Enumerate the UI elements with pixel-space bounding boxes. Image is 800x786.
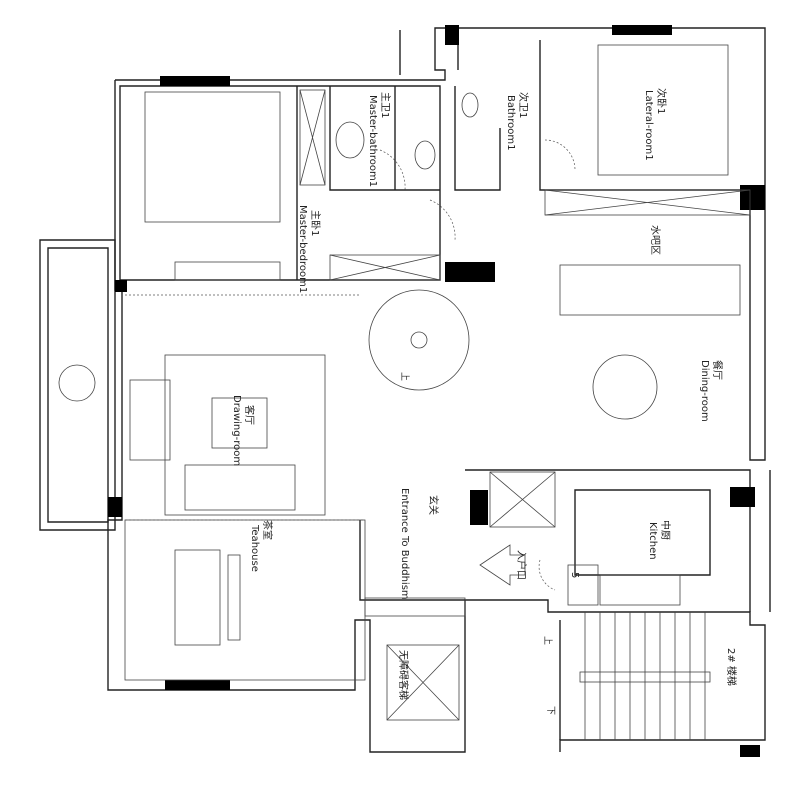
furniture: [58, 44, 741, 740]
toilet-2: [461, 92, 479, 118]
basin: [335, 121, 365, 159]
door-swings: [125, 139, 576, 591]
spiral-up-marker: 上: [399, 372, 410, 381]
stair-treads: [579, 612, 711, 740]
tv-cabinet: [174, 261, 281, 281]
dining-table: [592, 354, 658, 420]
water-bar-counter: [559, 264, 741, 316]
master-bed: [144, 91, 281, 223]
elevator-label: 无障碍客梯: [397, 650, 410, 700]
water-bar-label: 水吧区: [649, 225, 661, 255]
stair-up-marker: 上: [542, 636, 553, 645]
master-bedroom-label-en: Master-bedroom1: [297, 205, 308, 293]
living-rug: [164, 354, 326, 516]
coffee-table: [211, 397, 268, 449]
kitchen-label-en: Kitchen: [647, 522, 658, 560]
master-bedroom-label-cn: 主卧1: [309, 210, 322, 236]
toilet: [414, 140, 436, 170]
lateral-bed: [597, 44, 729, 176]
dining-room-label-cn: 餐厅: [711, 360, 724, 380]
teahouse-label-en: Teahouse: [249, 524, 260, 572]
stair-down-marker: 下: [545, 706, 555, 715]
master-bathroom-label-en: Master-bathroom1: [367, 95, 378, 187]
dining-room-label-en: Dining-room: [699, 360, 710, 422]
tea-table: [174, 549, 221, 646]
lateral-room-label-en: Lateral-room1: [643, 90, 654, 161]
master-bathroom-label-cn: 主卫1: [379, 92, 391, 118]
entry-door-label: 入户口: [515, 550, 528, 580]
entrance-label-en: Entrance To Buddhism: [399, 488, 410, 600]
balcony-table: [58, 364, 96, 402]
kitchen-label-cn: 中厨: [659, 520, 672, 540]
entrance-label-cn: 玄关: [427, 495, 440, 515]
elevator-car: [386, 644, 460, 721]
bathroom-label-en: Bathroom1: [505, 95, 516, 150]
drawing-room-label-cn: 客厅: [243, 405, 256, 425]
walls: [39, 27, 771, 753]
sofa: [184, 464, 296, 511]
teahouse-label-cn: 茶室: [261, 520, 274, 540]
spiral-stair: [368, 289, 470, 391]
sofa-side: [129, 379, 171, 461]
entry-arrow: [479, 544, 526, 586]
teahouse-area: [124, 519, 366, 681]
stairwell-label: 2# 楼梯: [725, 648, 738, 686]
drawing-room-label-en: Drawing-room: [231, 395, 242, 466]
wall-columns: [108, 25, 765, 757]
lateral-room-label-cn: 次卧1: [655, 88, 668, 114]
bathroom-label-cn: 次卫1: [517, 92, 530, 118]
unit-number: 5: [569, 572, 580, 578]
stove: [599, 574, 681, 606]
